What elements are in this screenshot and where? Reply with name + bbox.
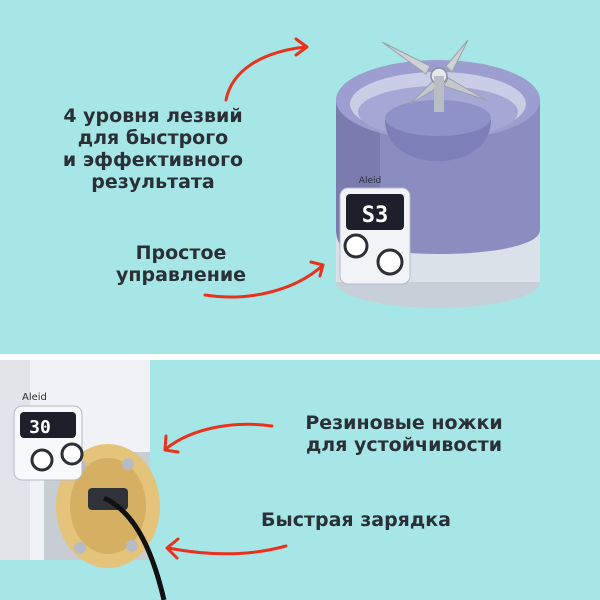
mode-button-bottom <box>60 442 84 466</box>
blender-top-illustration: S3 Aleid <box>203 37 540 308</box>
blender-bottom-illustration: 30 Aleid <box>0 360 288 600</box>
arrow-to-charging <box>166 544 288 556</box>
caption-charging: Быстрая зарядка <box>261 509 451 531</box>
power-button-top <box>343 233 369 259</box>
display-bottom-text: 30 <box>29 417 51 438</box>
power-button-bottom <box>30 448 54 472</box>
arrow-to-controls-head <box>309 260 325 278</box>
display-top-text: S3 <box>362 203 389 228</box>
arrow-to-feet <box>165 422 274 450</box>
arrow-to-blades-head <box>294 37 309 57</box>
caption-feet: Резиновые ножки для устойчивости <box>305 412 503 456</box>
brand-label-top: Aleid <box>359 176 381 186</box>
caption-control: Простое управление <box>115 242 247 286</box>
arrow-to-blades <box>224 45 307 102</box>
arrow-to-feet-head <box>163 434 180 454</box>
arrow-to-controls <box>203 264 324 299</box>
bottom-panel: 30 Aleid Резиновые ножки для устойчивост… <box>0 360 600 600</box>
arrow-to-charging-head <box>165 537 180 560</box>
mode-button-top <box>376 248 404 276</box>
top-panel: S3 Aleid 4 уровня лезвий для быстрого и … <box>62 37 540 308</box>
panel-divider <box>0 354 600 360</box>
brand-label-bottom: Aleid <box>22 392 47 403</box>
caption-blades: 4 уровня лезвий для быстрого и эффективн… <box>62 105 244 193</box>
